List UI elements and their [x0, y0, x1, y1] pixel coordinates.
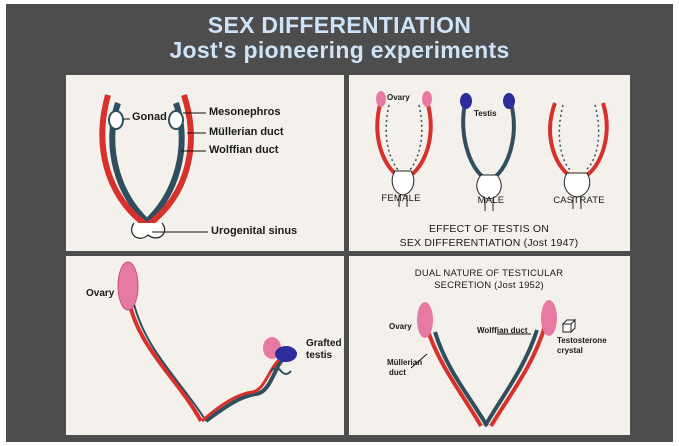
castrate-figure: [550, 103, 607, 209]
label-testis: testis: [306, 350, 332, 361]
urogenital-sinus: [132, 223, 165, 238]
label-castrate: CASTRATE: [549, 195, 609, 206]
label-female: FEMALE: [371, 193, 431, 204]
wolffian-duct-left: [435, 332, 487, 426]
panel-effect-of-testis: Ovary Testis FEMALE MALE CASTRATE EFFECT…: [349, 75, 630, 251]
male-testis-left: [460, 93, 472, 109]
slide-subtitle: Jost's pioneering experiments: [0, 37, 679, 64]
caption-line-1: EFFECT OF TESTIS ON: [369, 223, 609, 235]
wolffian-duct-right: [485, 330, 537, 426]
ovary: [118, 262, 138, 310]
label-duct: duct: [389, 368, 406, 377]
testis: [541, 300, 557, 336]
slide-title: SEX DIFFERENTIATION: [0, 12, 679, 39]
ovary: [417, 302, 433, 338]
mullerian-duct-right: [202, 348, 290, 421]
label-ovary: Ovary: [389, 322, 412, 331]
label-testis: Testis: [474, 109, 497, 118]
label-testosterone: Testosterone: [557, 336, 607, 345]
label-wolffian-duct: Wolffian duct: [477, 326, 528, 335]
duct-anatomy-diagram: [66, 75, 344, 251]
panel-title-line-2: SECRETION (Jost 1952): [369, 280, 609, 291]
caption-line-2: SEX DIFFERENTIATION (Jost 1947): [369, 237, 609, 249]
panel-grafted-testis: Ovary Grafted testis: [66, 256, 344, 435]
label-mesonephros: Mesonephros: [209, 106, 281, 118]
label-ovary: Ovary: [387, 93, 410, 102]
label-crystal: crystal: [557, 346, 583, 355]
label-wolffian-duct: Wolffian duct: [209, 144, 278, 156]
label-mullerian-duct: Müllerian duct: [209, 126, 284, 138]
label-gonad: Gonad: [132, 111, 167, 123]
female-figure: [376, 91, 432, 207]
wolffian-duct-right: [206, 353, 296, 421]
gonad-left: [109, 111, 123, 129]
wolffian-duct-left: [134, 304, 206, 421]
label-grafted: Grafted: [306, 338, 342, 349]
female-ovary-left: [376, 91, 386, 107]
label-male: MALE: [461, 195, 521, 206]
label-mullerian: Müllerian: [387, 358, 422, 367]
panel-title-line-1: DUAL NATURE OF TESTICULAR: [369, 268, 609, 279]
testosterone-crystal-icon: [563, 320, 575, 332]
grafted-testis-diagram: [66, 256, 344, 435]
gonad-right: [169, 111, 183, 129]
mullerian-duct-left: [128, 296, 201, 421]
male-testis-right: [503, 93, 515, 109]
panel-duct-anatomy: Gonad Mesonephros Müllerian duct Wolffia…: [66, 75, 344, 251]
female-ovary-right: [422, 91, 432, 107]
label-ovary: Ovary: [86, 288, 114, 299]
panel-dual-nature: DUAL NATURE OF TESTICULAR SECRETION (Jos…: [349, 256, 630, 435]
grafted-testis-tissue: [275, 346, 297, 362]
label-urogenital-sinus: Urogenital sinus: [211, 225, 297, 237]
